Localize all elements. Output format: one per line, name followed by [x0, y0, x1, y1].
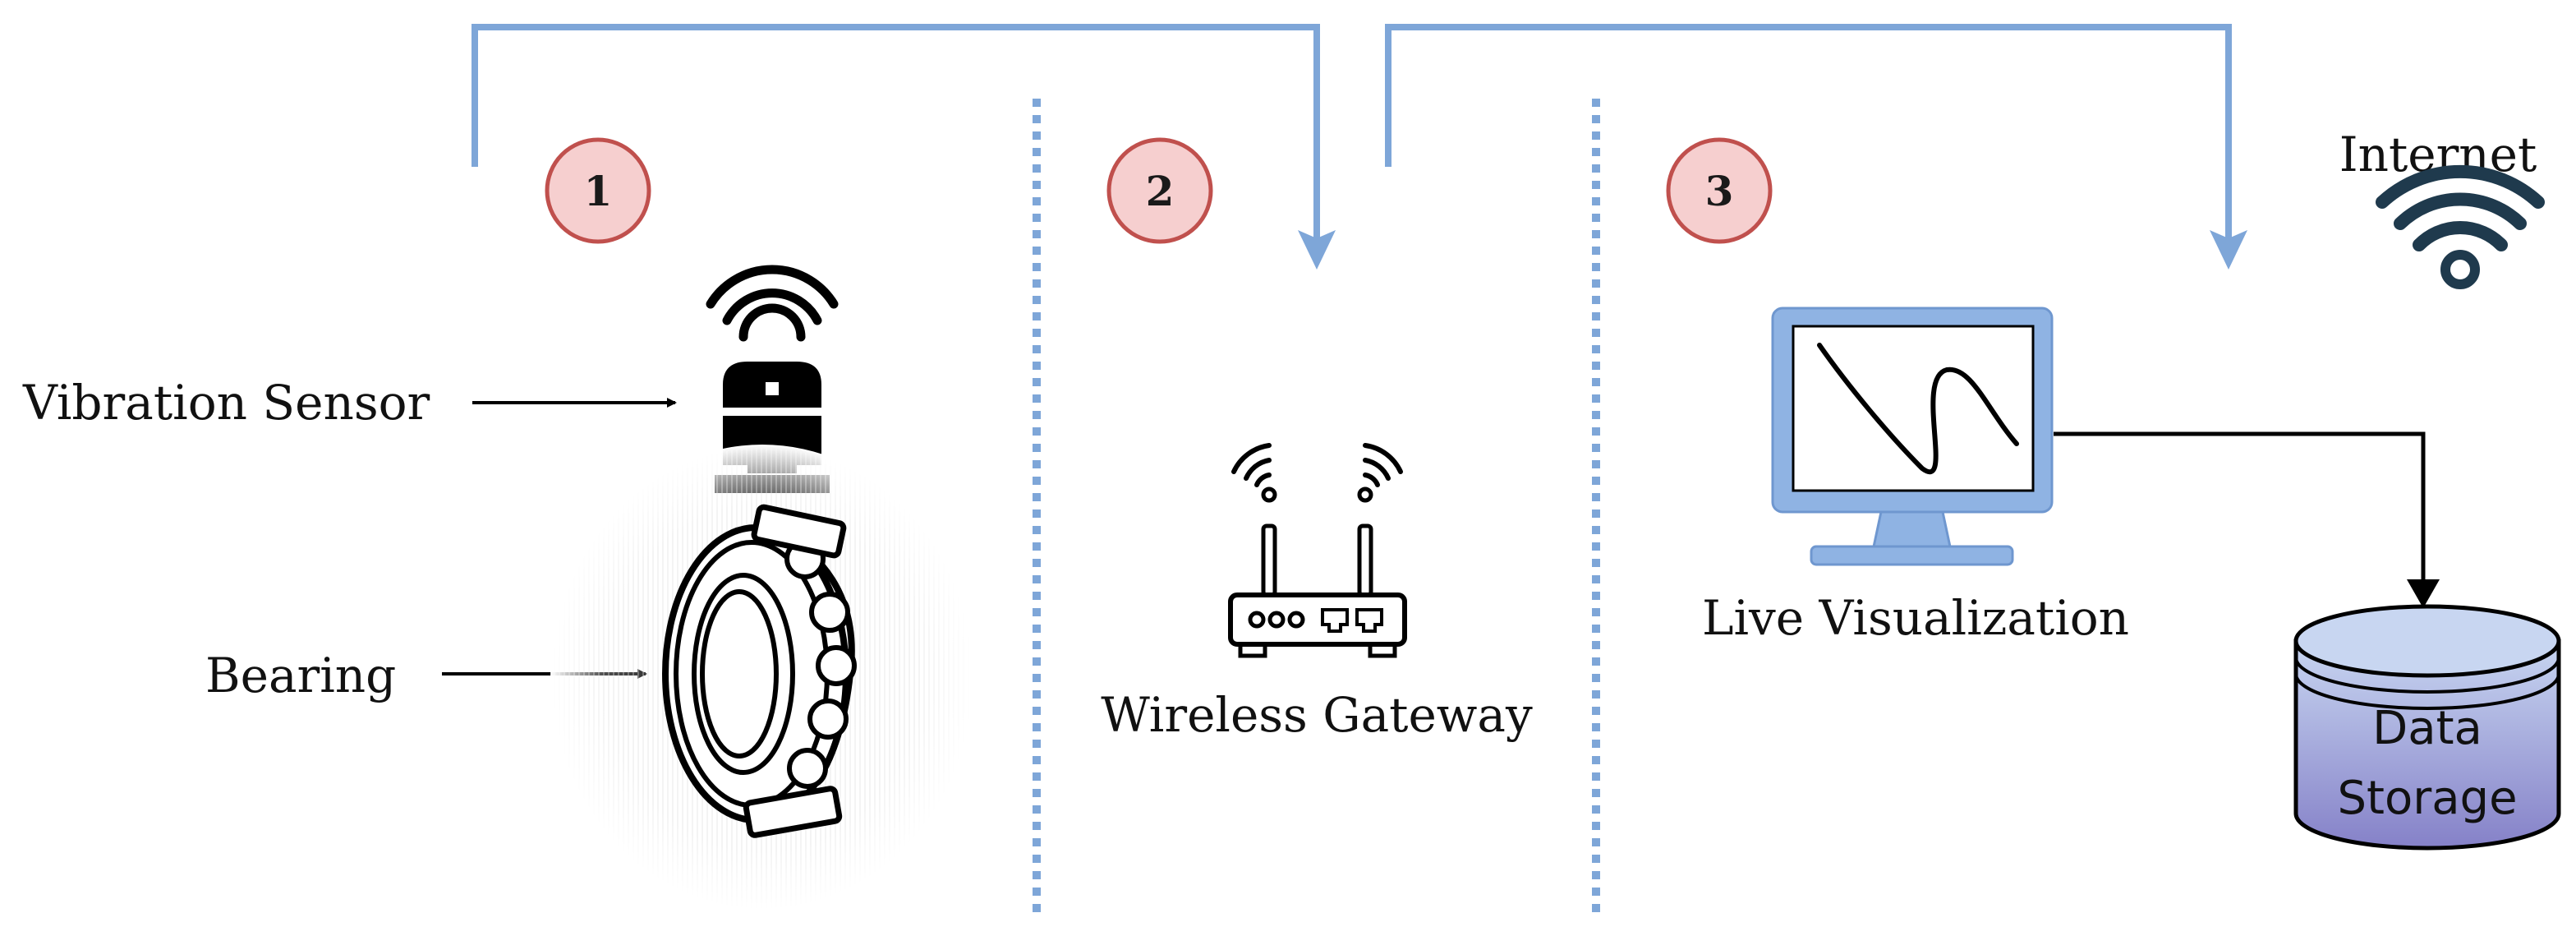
ball-bearing-icon — [550, 445, 974, 911]
data-storage-label-line1: Data — [2372, 702, 2482, 755]
step-number-2: 2 — [1146, 167, 1175, 215]
bearing-label: Bearing — [205, 648, 396, 703]
flow-arrow-1-to-2 — [472, 24, 1336, 270]
vibration-sensor-label: Vibration Sensor — [22, 375, 430, 431]
wireless-router-icon — [1228, 443, 1407, 658]
database-icon — [2293, 604, 2561, 851]
step-number-1: 1 — [584, 167, 613, 215]
monitor-icon — [1771, 307, 2054, 566]
step-badge-2: 2 — [1106, 137, 1213, 244]
step-badge-1: 1 — [545, 137, 651, 244]
step-badge-3: 3 — [1666, 137, 1773, 244]
monitor-to-storage-connector — [2054, 431, 2440, 608]
step-number-3: 3 — [1705, 167, 1734, 215]
data-storage-label-line2: Storage — [2337, 772, 2517, 825]
flow-arrow-2-to-3 — [1385, 24, 2247, 270]
wifi-icon — [2376, 164, 2545, 289]
wireless-gateway-label: Wireless Gateway — [1101, 687, 1533, 743]
live-visualization-label: Live Visualization — [1702, 590, 2129, 646]
